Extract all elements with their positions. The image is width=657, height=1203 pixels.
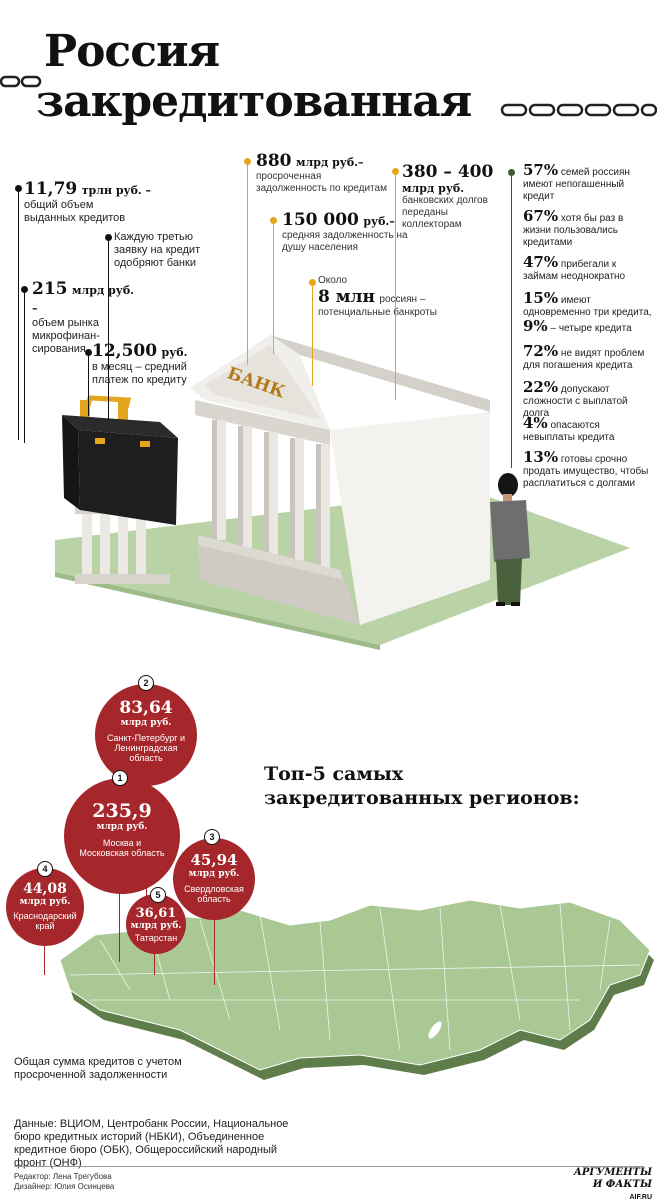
stat-57: 57% семей россиян имеют непогашенный кре… [523, 161, 630, 203]
stat-4: 4% опасаются невыплаты кредита [523, 414, 615, 444]
region-tatarstan-rank: 5 [150, 887, 166, 903]
fact-per-capita: 150 000 руб.– средняя задолженность на д… [282, 210, 408, 253]
fact-overdue: 880 млрд руб.– просроченная задолженност… [256, 151, 387, 194]
region-krasnodar: 44,08 млрд руб. Краснодарский край [6, 868, 84, 946]
credits-designer: Дизайнер: Юлия Осинцева [14, 1182, 115, 1191]
sources: Данные: ВЦИОМ, Центробанк России, Национ… [14, 1118, 289, 1169]
stat-22: 22% допускают сложности с выплатой долга [523, 378, 628, 420]
region-spb: 83,64 млрд руб. Санкт-Петербург и Ленинг… [95, 684, 197, 786]
title-block: Россия закредитованная [0, 24, 657, 134]
stat-47: 47% прибегали к займам неоднократно [523, 253, 626, 283]
fact-approval: Каждую третью заявку на кредит одобряют … [114, 231, 201, 269]
fact-bankrupts: Около 8 млн россиян – потенциальные банк… [318, 275, 437, 318]
person-icon [490, 473, 530, 606]
bank-illustration [55, 335, 630, 650]
region-spb-rank: 2 [138, 675, 154, 691]
stat-15: 15% имеют одновременно три кредита, [523, 289, 652, 319]
region-sverdlovsk-rank: 3 [204, 829, 220, 845]
region-krasnodar-rank: 4 [37, 861, 53, 877]
stat-72: 72% не видят проблем для погашения креди… [523, 342, 645, 372]
chain-right-icon [500, 103, 657, 117]
bank-building-icon [190, 335, 490, 625]
region-moscow: 235,9 млрд руб. Москва и Московская обла… [64, 778, 180, 894]
stat-67: 67% хотя бы раз в жизни пользовались кре… [523, 207, 624, 249]
fact-total-credit: 11,79 трлн руб. – общий объем выданных к… [24, 179, 152, 224]
russia-map [59, 899, 654, 1080]
region-tatarstan: 36,61 млрд руб. Татарстан [126, 894, 186, 954]
stat-13: 13% готовы срочно продать имущество, что… [523, 448, 649, 490]
map-note: Общая сумма кредитов с учетом просроченн… [14, 1056, 182, 1081]
page-title-line2: закредитованная [36, 76, 472, 127]
page-title-line1: Россия [44, 26, 220, 77]
credits-editor: Редактор: Лена Трегубова [14, 1172, 112, 1181]
fact-collectors: 380 – 400 млрд руб. банковских долгов пе… [402, 162, 494, 230]
region-sverdlovsk: 45,94 млрд руб. Свердловская область [173, 838, 255, 920]
chain-left-icon [0, 75, 42, 88]
fact-microfinance: 215 млрд руб. – объем рынка микрофинан-с… [32, 279, 135, 355]
stat-9: 9% – четыре кредита [523, 317, 632, 335]
briefcase-icon [62, 395, 178, 525]
aif-logo: АРГУМЕНТЫ И ФАКТЫ AIF.RU [573, 1167, 652, 1202]
fact-monthly-payment: 12,500 руб. в месяц – средний платеж по … [92, 341, 188, 386]
region-moscow-rank: 1 [112, 770, 128, 786]
regions-title: Топ-5 самых закредитованных регионов: [264, 763, 580, 809]
